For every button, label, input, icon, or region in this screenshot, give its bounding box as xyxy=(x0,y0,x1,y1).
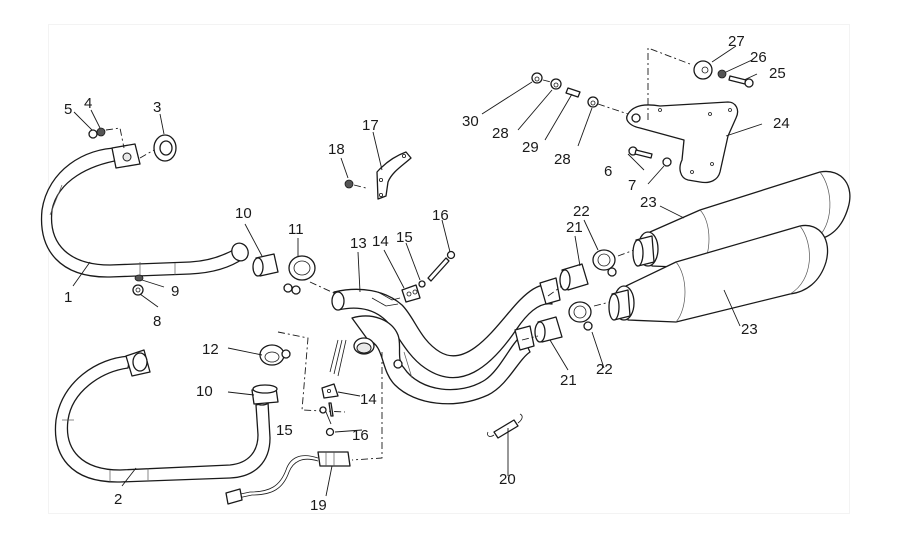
callout-12: 12 xyxy=(202,341,219,358)
sleeve-upper xyxy=(252,253,279,277)
bolt-6 xyxy=(628,146,653,159)
callout-8: 8 xyxy=(153,313,161,330)
callout-1: 1 xyxy=(64,289,72,306)
silencer-lower xyxy=(608,224,829,323)
callout-10-upper: 10 xyxy=(235,205,252,222)
callout-10-lower: 10 xyxy=(196,383,213,400)
spring xyxy=(487,413,523,439)
callout-15-lower: 15 xyxy=(276,422,293,439)
callout-24: 24 xyxy=(773,115,790,132)
callout-7: 7 xyxy=(628,177,636,194)
callout-18: 18 xyxy=(328,141,345,158)
bracket-17 xyxy=(376,151,412,200)
callout-17: 17 xyxy=(362,117,379,134)
washer-4 xyxy=(96,127,106,137)
washer-15-upper xyxy=(418,280,426,288)
washer-9 xyxy=(134,274,144,282)
washer-15-lower xyxy=(319,406,327,414)
rear-header-pipe xyxy=(54,349,271,483)
callout-9: 9 xyxy=(171,283,179,300)
callout-22-lower: 22 xyxy=(596,361,613,378)
front-header-pipe xyxy=(40,143,249,278)
callout-13: 13 xyxy=(350,235,367,252)
callout-4: 4 xyxy=(84,95,92,112)
callout-11: 11 xyxy=(288,221,304,238)
bracket-lower xyxy=(321,383,339,399)
clamp-22-lower xyxy=(568,301,593,331)
callout-15-upper: 15 xyxy=(396,229,413,246)
bolt-16-lower xyxy=(325,402,335,437)
leader-lines xyxy=(72,45,763,497)
callout-28-left: 28 xyxy=(492,125,509,142)
bolt-16-upper xyxy=(427,250,456,282)
sleeve-21-upper xyxy=(559,263,589,291)
callout-20: 20 xyxy=(499,471,516,488)
callout-2: 2 xyxy=(114,491,122,508)
callout-3: 3 xyxy=(153,99,161,116)
silencer-bracket xyxy=(626,101,739,184)
nut-5 xyxy=(88,129,98,139)
callout-6: 6 xyxy=(604,163,612,180)
diagram-frame xyxy=(48,24,850,514)
clamp-upper xyxy=(283,255,316,295)
crossover-pipe xyxy=(329,277,561,405)
screw-25 xyxy=(728,75,754,88)
callout-30: 30 xyxy=(462,113,479,130)
grommet-28-left xyxy=(550,78,562,90)
sleeve-21-lower xyxy=(534,316,563,343)
washer-26 xyxy=(717,69,727,79)
callout-labels: 1 2 3 4 5 6 7 8 9 10 10 11 12 13 14 14 1… xyxy=(64,33,790,514)
callout-16-upper: 16 xyxy=(432,207,449,224)
washer-7 xyxy=(662,157,672,167)
callout-23-upper: 23 xyxy=(640,194,657,211)
gasket xyxy=(153,134,177,162)
callout-21-lower: 21 xyxy=(560,372,577,389)
nut-8 xyxy=(132,284,144,296)
callout-28-right: 28 xyxy=(554,151,571,168)
callout-26: 26 xyxy=(750,49,767,66)
nut-30 xyxy=(531,72,543,84)
nut-18 xyxy=(344,179,354,189)
clamp-22-upper xyxy=(592,249,617,277)
clamp-lower xyxy=(259,344,291,366)
callout-27: 27 xyxy=(728,33,745,50)
bracket-upper xyxy=(401,284,421,303)
callout-16-lower: 16 xyxy=(352,427,369,444)
callout-14-upper: 14 xyxy=(372,233,389,250)
callout-29: 29 xyxy=(522,139,539,156)
spacer-29 xyxy=(565,87,581,98)
callout-5: 5 xyxy=(64,101,72,118)
oxygen-sensor xyxy=(225,451,351,505)
callout-25: 25 xyxy=(769,65,786,82)
callout-21-upper: 21 xyxy=(566,219,583,236)
callout-22-upper: 22 xyxy=(573,203,590,220)
callout-23-lower: 23 xyxy=(741,321,758,338)
sleeve-lower xyxy=(251,384,279,405)
grommet-28-right xyxy=(587,96,599,108)
rubber-washer-27 xyxy=(693,60,713,80)
callout-14-lower: 14 xyxy=(360,391,377,408)
callout-19: 19 xyxy=(310,497,327,514)
